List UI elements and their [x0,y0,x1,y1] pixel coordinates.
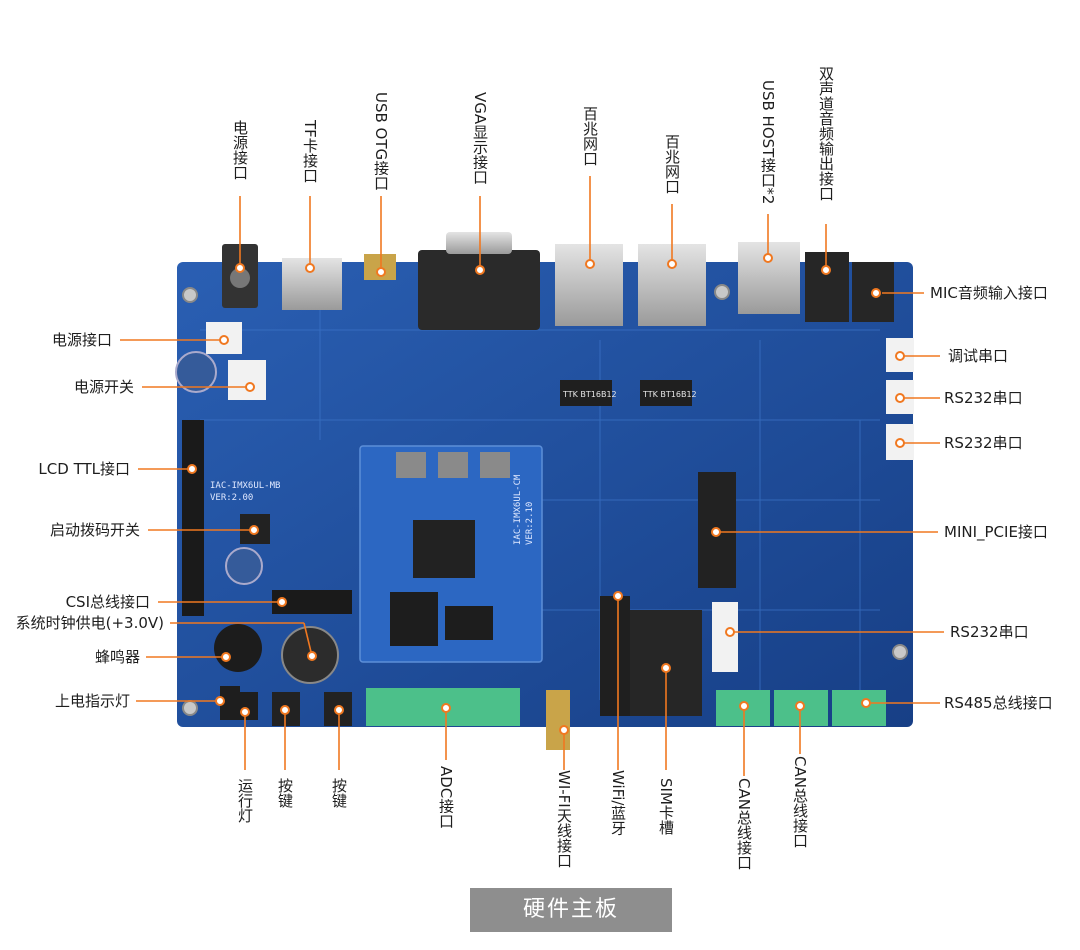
label-can-1: CAN总线接口 [735,778,753,870]
label-rs485: RS485总线接口 [944,694,1053,712]
label-debug-uart: 调试串口 [948,347,1009,365]
lan-chip-2 [640,380,692,406]
lan-chip-2-label: TTK BT16B12 [642,390,697,399]
label-tf-slot: TF卡接口 [301,120,319,183]
inductors [396,452,510,478]
silkscreen-cm-name: IAC-IMX6UL-CM [513,474,523,545]
label-rs232-1: RS232串口 [944,389,1023,407]
power-led [220,686,240,720]
pcb-traces [200,280,880,700]
label-adc: ADC接口 [437,766,455,829]
label-power-jack: 电源接口 [231,120,249,180]
label-power-connector: 电源接口 [51,331,112,349]
label-wifi-antenna: WI-FI天线接口 [555,770,573,868]
wifi-bt-module [600,596,630,716]
label-can-2: CAN总线接口 [791,756,809,848]
usb-host-port [738,242,800,314]
power-switch [228,360,266,400]
ethernet-port-1 [555,244,623,326]
label-csi: CSI总线接口 [65,593,150,611]
label-vga: VGA显示接口 [471,92,489,185]
label-rs232-2: RS232串口 [944,434,1023,452]
lan-chip-1 [560,380,612,406]
label-power-led: 上电指示灯 [54,692,130,710]
cpu-chip [413,520,475,578]
wifi-antenna-connector [546,690,570,750]
label-usb-host: USB HOST接口*2 [759,80,777,205]
label-power-switch: 电源开关 [73,378,134,396]
audio-out-jack [805,252,849,322]
label-ethernet-1: 百兆网口 [581,106,599,166]
lcd-ttl-header [182,420,204,616]
label-run-led: 运行灯 [236,778,254,823]
silkscreen-mb-version: VER:2.00 [210,493,253,503]
label-usb-otg: USB OTG接口 [372,92,390,191]
capacitor [175,351,217,393]
label-audio-out: 双声道音频输出接口 [817,66,835,201]
flash-chip [445,606,493,640]
silkscreen-mb-name: IAC-IMX6UL-MB [210,481,280,491]
label-sim-slot: SIM卡槽 [657,778,675,835]
memory-chip [390,592,438,646]
label-lcd-ttl: LCD TTL接口 [38,460,130,478]
rs485-terminal [832,690,886,726]
label-rs232-3: RS232串口 [950,623,1029,641]
label-mic-in: MIC音频输入接口 [930,284,1048,302]
label-buzzer: 蜂鸣器 [94,648,140,666]
capacitor-2 [225,547,263,585]
buzzer [214,624,262,672]
rs232-connector-3 [712,602,738,672]
label-key-2: 按键 [330,778,348,808]
label-ethernet-2: 百兆网口 [663,134,681,194]
label-mini-pcie: MINI_PCIE接口 [944,523,1048,541]
leader-lines [120,176,944,776]
caption: 硬件主板 [470,888,672,932]
label-rtc-power: 系统时钟供电(+3.0V) [15,614,164,632]
label-wifi-bt: WiFi/蓝牙 [609,770,627,836]
silkscreen-cm-version: VER:2.10 [525,502,535,545]
lan-chip-1-label: TTK BT16B12 [562,390,617,399]
vga-connector [418,250,540,330]
leader-dots [187,253,905,735]
label-key-1: 按键 [276,778,294,808]
label-boot-dip: 启动拨码开关 [49,521,140,539]
